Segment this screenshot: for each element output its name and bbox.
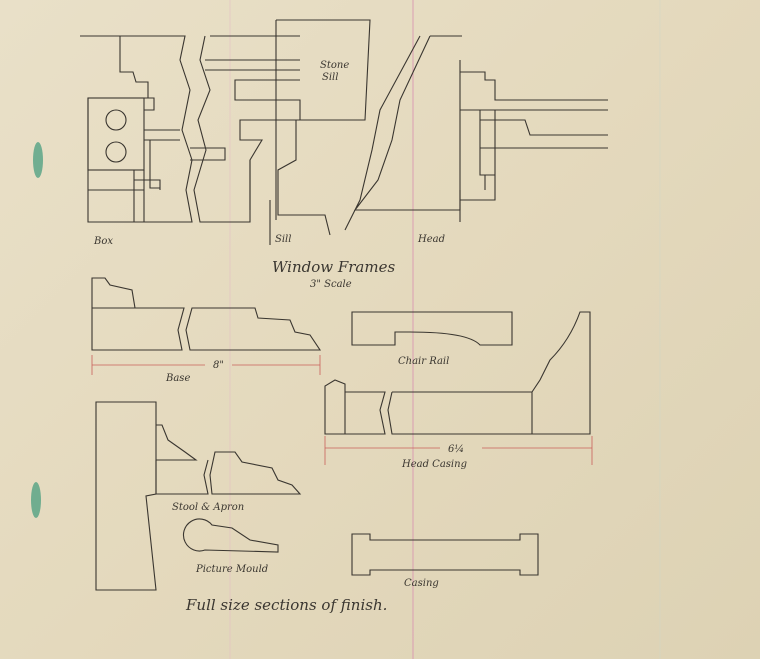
chair-rail-label: Chair Rail xyxy=(398,356,449,367)
box-label: Box xyxy=(93,236,113,247)
chair-rail-profile xyxy=(351,311,513,346)
picture-mould-profile xyxy=(182,518,279,553)
head-label: Head xyxy=(417,234,445,245)
casing-profile xyxy=(351,533,539,576)
stool-apron-label: Stool & Apron xyxy=(172,502,244,513)
base-label: Base xyxy=(165,373,190,384)
head-casing-dimension: 6¼ xyxy=(448,444,464,455)
window-frames-title: Window Frames xyxy=(272,258,395,276)
head-casing-profile xyxy=(324,311,591,435)
stain xyxy=(31,482,41,518)
picture-mould-label: Picture Mould xyxy=(195,564,268,575)
box-section xyxy=(80,35,193,223)
base-dimension: 8" xyxy=(213,360,224,371)
stone-sill-label-2: Sill xyxy=(322,72,338,83)
scale-label: 3" Scale xyxy=(310,279,352,290)
stool-apron-profile xyxy=(95,401,302,591)
footer-title: Full size sections of finish. xyxy=(185,596,387,614)
head-casing-dimension-line xyxy=(324,436,593,465)
head-casing-label: Head Casing xyxy=(401,459,467,470)
sill-label: Sill xyxy=(275,234,291,245)
sill-section xyxy=(190,19,371,245)
stain xyxy=(33,142,43,178)
casing-label: Casing xyxy=(404,578,439,589)
stone-sill-label: Stone xyxy=(320,60,349,71)
head-section xyxy=(344,35,608,231)
base-dimension-line xyxy=(91,355,321,375)
base-profile xyxy=(91,277,322,351)
